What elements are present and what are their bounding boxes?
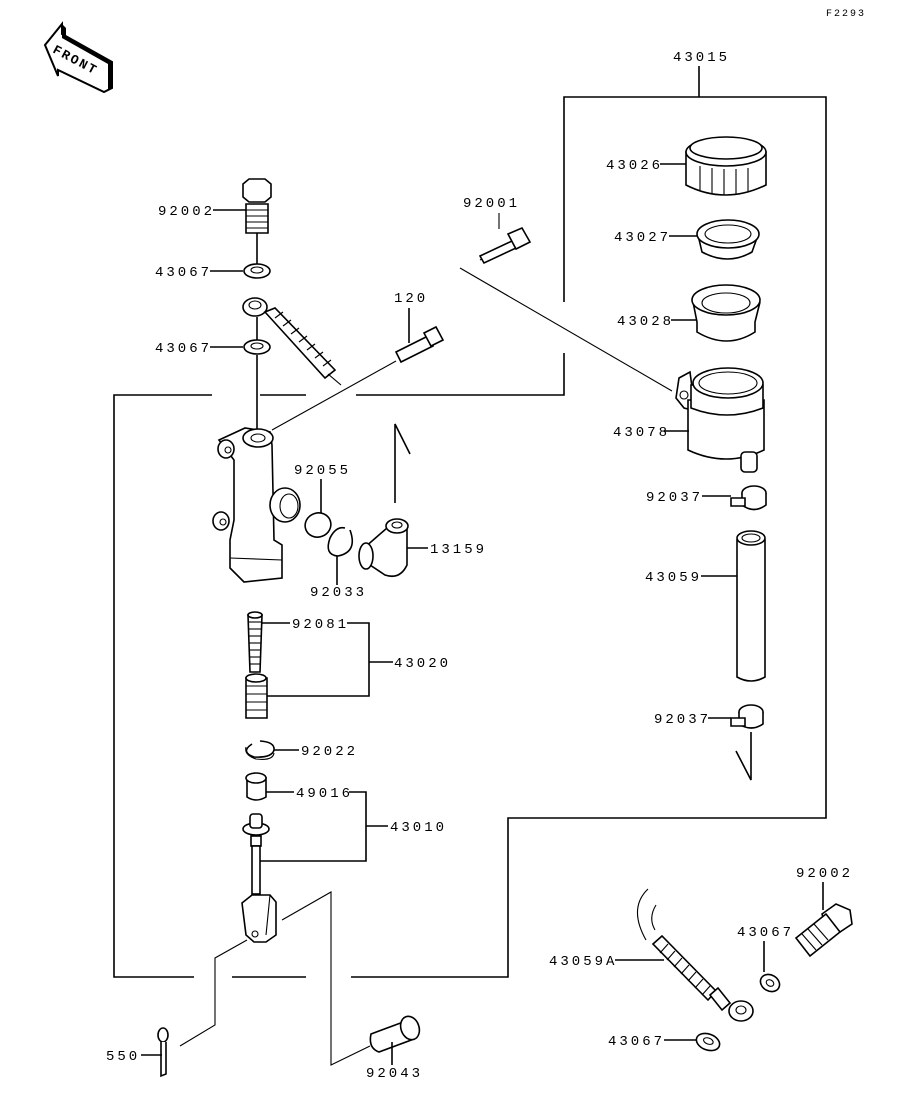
label-92043: 92043 xyxy=(366,1066,423,1082)
label-43067-b: 43067 xyxy=(155,341,212,357)
hose-clamp-bottom xyxy=(730,704,764,729)
spring-92081 xyxy=(247,611,263,673)
label-43010: 43010 xyxy=(390,820,447,836)
washer-43067-b xyxy=(243,339,271,355)
oring-92055 xyxy=(304,512,332,538)
reservoir-tank xyxy=(675,367,765,473)
banjo-bolt-92002-top xyxy=(242,178,272,234)
front-arrow-icon: FRONT xyxy=(43,21,113,94)
bolt-92001 xyxy=(478,226,532,265)
label-49016: 49016 xyxy=(296,786,353,802)
circlip-92022-edge xyxy=(245,746,275,760)
label-43067-d: 43067 xyxy=(608,1034,665,1050)
label-13159: 13159 xyxy=(430,542,487,558)
boot-49016 xyxy=(245,772,267,801)
bleed-screw-120 xyxy=(394,325,445,364)
label-43067-a: 43067 xyxy=(155,265,212,281)
reservoir-diaphragm xyxy=(691,284,761,342)
label-92002-top: 92002 xyxy=(158,204,215,220)
washer-43067-d xyxy=(695,1032,721,1052)
label-92037-bottom: 92037 xyxy=(654,712,711,728)
master-cylinder-body xyxy=(212,427,301,583)
figure-code: F2293 xyxy=(826,9,866,20)
piston xyxy=(245,673,268,719)
banjo-bolt-92002-bottom xyxy=(794,903,853,958)
reservoir-assembly-frame xyxy=(113,66,827,978)
reservoir-hose xyxy=(736,530,766,682)
label-92001: 92001 xyxy=(463,196,520,212)
label-43078: 43078 xyxy=(613,425,670,441)
label-92081: 92081 xyxy=(292,617,349,633)
label-43028: 43028 xyxy=(617,314,674,330)
label-43067-c: 43067 xyxy=(737,925,794,941)
clevis-pin-92043 xyxy=(369,1015,421,1053)
label-43059: 43059 xyxy=(645,570,702,586)
label-43059A: 43059A xyxy=(549,954,617,970)
label-120: 120 xyxy=(394,291,428,307)
brake-hose-43059A xyxy=(636,888,754,1022)
label-43026: 43026 xyxy=(606,158,663,174)
reservoir-plate xyxy=(696,219,760,260)
label-92037-top: 92037 xyxy=(646,490,703,506)
circlip-92022 xyxy=(245,740,275,758)
label-43015: 43015 xyxy=(673,50,730,66)
label-43027: 43027 xyxy=(614,230,671,246)
label-92022: 92022 xyxy=(301,744,358,760)
label-92055: 92055 xyxy=(294,463,351,479)
label-92002-bottom: 92002 xyxy=(796,866,853,882)
cotter-pin-550 xyxy=(157,1027,169,1078)
label-92033: 92033 xyxy=(310,585,367,601)
circlip-92033 xyxy=(327,526,354,557)
washer-43067-a xyxy=(243,263,271,279)
washer-43067-c xyxy=(759,973,781,993)
hose-clamp-top xyxy=(730,485,767,511)
label-550: 550 xyxy=(106,1049,140,1065)
reservoir-cap xyxy=(685,136,767,196)
push-rod-43010 xyxy=(241,813,277,943)
upper-brake-hose xyxy=(242,297,342,386)
label-43020: 43020 xyxy=(394,656,451,672)
fitting-13159 xyxy=(358,518,409,578)
